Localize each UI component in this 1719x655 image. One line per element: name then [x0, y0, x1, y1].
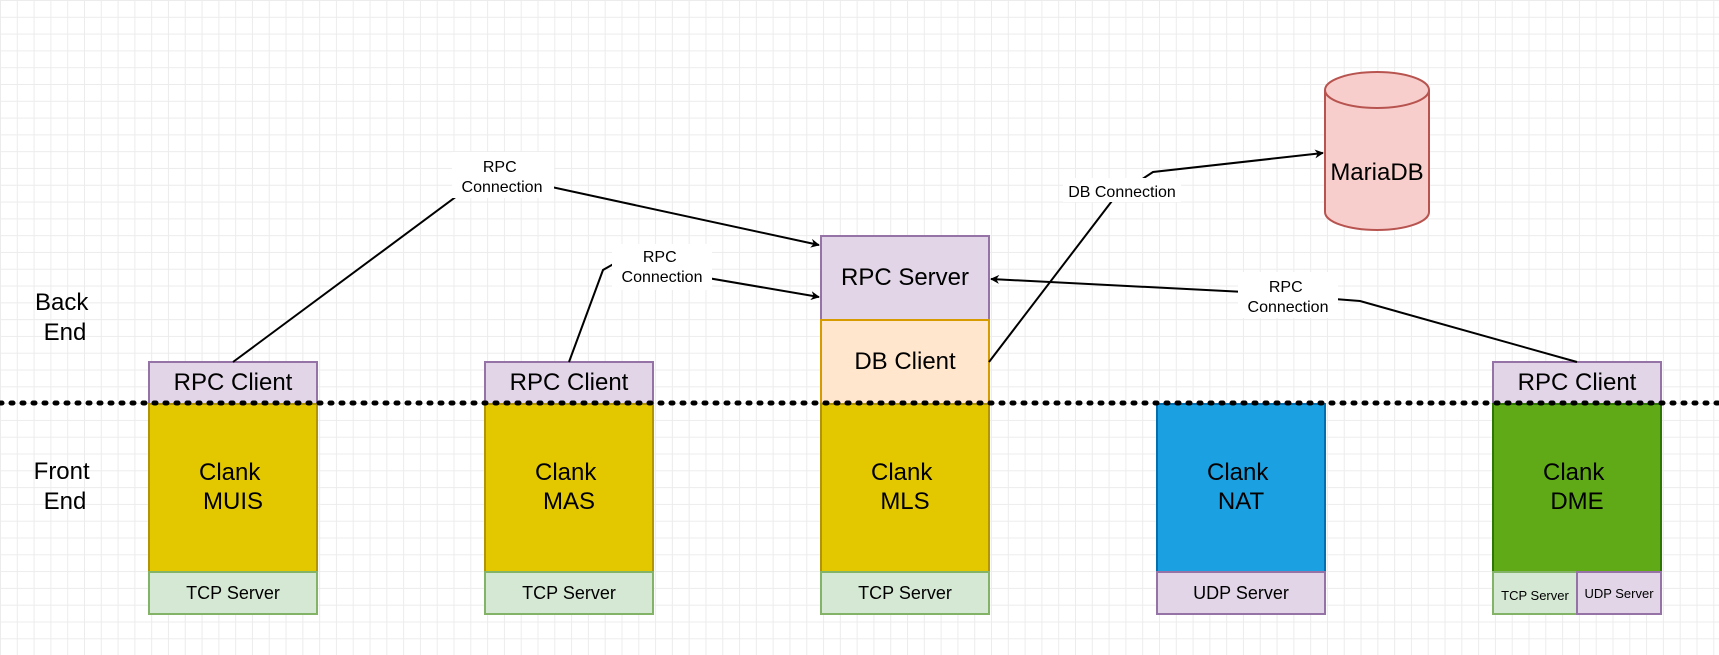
muis-tcp-server-label: TCP Server: [186, 583, 280, 603]
nat-udp-server-box[interactable]: [1156, 571, 1326, 615]
db-label-bg: [1063, 178, 1181, 202]
muis-rpc-client-label: RPC Client: [174, 369, 293, 396]
dme-tcp-server-label: TCP Server: [1501, 588, 1569, 603]
muis-clank-box[interactable]: [148, 403, 318, 573]
mas-rpc-label-line1: RPC: [643, 249, 677, 266]
dme-clank-line1: Clank: [1543, 459, 1605, 486]
back-end-label-line1: Back: [35, 289, 89, 316]
mas-clank-label: Clank MAS: [535, 459, 603, 515]
mls-tcp-server-label: TCP Server: [858, 583, 952, 603]
mls-clank-label: Clank MLS: [871, 459, 939, 515]
front-end-label-line2: End: [44, 488, 87, 515]
mas-rpc-label-line2: Connection: [622, 269, 703, 286]
dme-clank-label: Clank DME: [1543, 459, 1611, 515]
mls-clank-line2: MLS: [880, 488, 929, 515]
muis-rpc-connection-label: RPC Connection: [462, 159, 543, 196]
mas-clank-line1: Clank: [535, 459, 597, 486]
dme-rpc-client-label: RPC Client: [1518, 369, 1637, 396]
back-end-label: Back End: [35, 289, 95, 346]
dme-udp-server-box[interactable]: [1576, 571, 1662, 615]
muis-rpc-label-line1: RPC: [483, 159, 517, 176]
mas-rpc-client-label: RPC Client: [510, 369, 629, 396]
box-labels: RPC Client Clank MUIS TCP Server RPC Cli…: [174, 159, 1655, 603]
dme-rpc-connection-label: RPC Connection: [1248, 279, 1329, 316]
muis-clank-line2: MUIS: [203, 488, 263, 515]
dme-rpc-label-bg: [1238, 272, 1338, 318]
back-end-label-line2: End: [44, 319, 87, 346]
connection-labels: RPC Connection RPC Connection DB Connect…: [452, 152, 1338, 318]
component-boxes: [148, 235, 1662, 615]
dme-rpc-label-line1: RPC: [1269, 279, 1303, 296]
muis-clank-label: Clank MUIS: [199, 459, 267, 515]
nat-udp-server-label: UDP Server: [1193, 583, 1289, 603]
mariadb-database[interactable]: [1324, 71, 1430, 231]
nat-clank-box[interactable]: [1156, 403, 1326, 573]
nat-clank-line2: NAT: [1218, 488, 1265, 515]
front-end-label-line1: Front: [34, 458, 90, 485]
muis-rpc-client-box[interactable]: [148, 361, 318, 405]
mas-rpc-label-bg: [612, 244, 712, 290]
muis-tcp-server-box[interactable]: [148, 571, 318, 615]
dme-clank-line2: DME: [1550, 488, 1603, 515]
mas-rpc-client-box[interactable]: [484, 361, 654, 405]
mas-clank-box[interactable]: [484, 403, 654, 573]
mas-tcp-server-box[interactable]: [484, 571, 654, 615]
mls-rpc-server-label: RPC Server: [841, 264, 969, 291]
mas-tcp-server-label: TCP Server: [522, 583, 616, 603]
mls-db-client-box[interactable]: [820, 319, 990, 405]
mariadb-cylinder-top: [1324, 71, 1430, 109]
mls-clank-line1: Clank: [871, 459, 933, 486]
mas-clank-line2: MAS: [543, 488, 595, 515]
mls-tcp-server-box[interactable]: [820, 571, 990, 615]
mas-rpc-connection-label: RPC Connection: [622, 249, 703, 286]
muis-rpc-label-bg: [452, 152, 554, 198]
muis-rpc-connection-line[interactable]: [232, 184, 820, 363]
muis-rpc-label-line2: Connection: [462, 179, 543, 196]
mariadb-label: MariaDB: [1330, 159, 1423, 186]
db-connection-label: DB Connection: [1068, 184, 1176, 201]
front-end-label: Front End: [34, 458, 97, 515]
mls-db-client-label: DB Client: [854, 348, 956, 375]
mariadb-cylinder-body: [1324, 90, 1430, 231]
muis-clank-line1: Clank: [199, 459, 261, 486]
dme-rpc-label-line2: Connection: [1248, 299, 1329, 316]
dme-udp-server-label: UDP Server: [1584, 586, 1654, 601]
nat-clank-label: Clank NAT: [1207, 459, 1275, 515]
nat-clank-line1: Clank: [1207, 459, 1269, 486]
